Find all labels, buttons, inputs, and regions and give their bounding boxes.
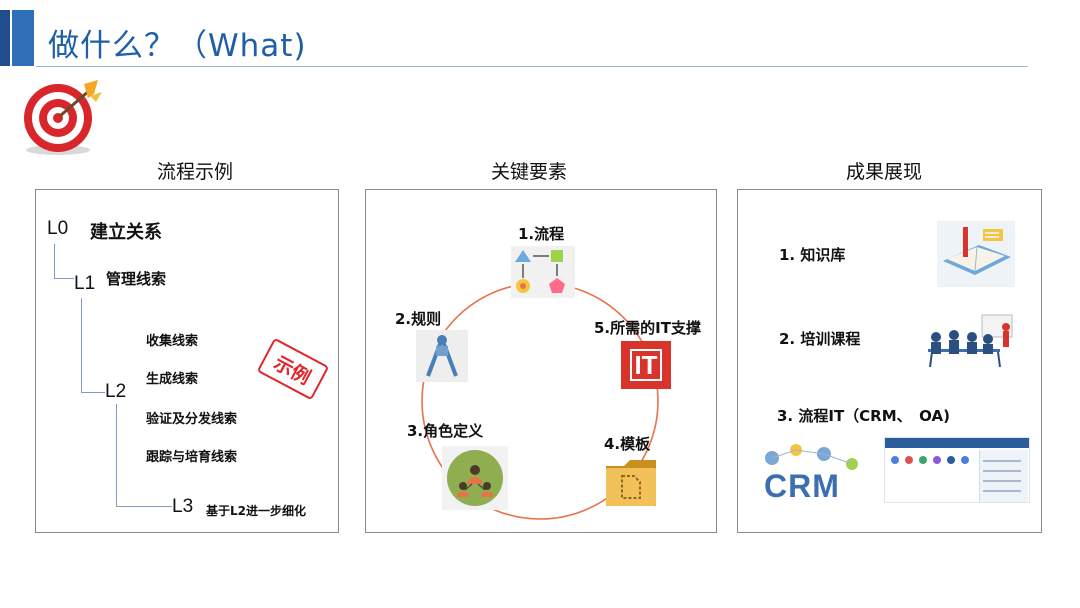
result-it-systems-label: 3. 流程IT（CRM、 OA) bbox=[777, 407, 950, 425]
tree-l2-code: L2 bbox=[105, 381, 127, 402]
tree-l2-item: 验证及分发线索 bbox=[146, 412, 238, 427]
tree-l1-code: L1 bbox=[74, 273, 96, 294]
tree-l2-item: 生成线索 bbox=[146, 372, 199, 387]
crm-logo: CRM bbox=[752, 440, 876, 506]
result-knowledge-label: 1. 知识库 bbox=[779, 246, 846, 264]
accent-bar bbox=[12, 10, 34, 66]
book-icon bbox=[937, 221, 1015, 287]
team-icon bbox=[442, 446, 508, 510]
element-roles-label: 3.角色定义 bbox=[407, 422, 484, 440]
crm-logo-text: CRM bbox=[764, 468, 840, 504]
element-rules-label: 2.规则 bbox=[395, 310, 442, 328]
key-elements-heading: 关键要素 bbox=[491, 161, 568, 183]
page-title: 做什么？（What) bbox=[48, 28, 307, 64]
folder-icon bbox=[604, 456, 658, 508]
it-badge-text: IT bbox=[630, 349, 662, 381]
it-support-icon: IT bbox=[621, 341, 671, 389]
process-example-heading: 流程示例 bbox=[157, 161, 234, 183]
target-icon bbox=[24, 80, 102, 155]
oa-screenshot bbox=[884, 437, 1030, 503]
tree-l3-code: L3 bbox=[172, 496, 194, 517]
tree-l1-text: 管理线索 bbox=[106, 270, 167, 288]
tree-connector bbox=[54, 244, 55, 278]
tree-l2-item: 跟踪与培育线索 bbox=[146, 450, 238, 465]
tree-connector bbox=[81, 392, 105, 393]
header-divider bbox=[36, 66, 1028, 67]
accent-bar bbox=[0, 10, 10, 66]
element-template-label: 4.模板 bbox=[604, 435, 651, 453]
process-example-panel bbox=[35, 189, 339, 533]
tree-connector bbox=[54, 278, 74, 279]
tree-connector bbox=[81, 298, 82, 392]
element-flow-label: 1.流程 bbox=[518, 225, 565, 243]
training-icon bbox=[922, 309, 1018, 373]
compass-icon bbox=[416, 330, 468, 382]
result-training-label: 2. 培训课程 bbox=[779, 330, 861, 348]
tree-l2-item: 收集线索 bbox=[146, 334, 199, 349]
tree-l0-code: L0 bbox=[47, 218, 69, 239]
element-it-label: 5.所需的IT支撑 bbox=[594, 319, 701, 337]
tree-connector bbox=[116, 506, 172, 507]
results-heading: 成果展现 bbox=[846, 161, 923, 183]
flowchart-icon bbox=[511, 246, 575, 298]
tree-l3-text: 基于L2进一步细化 bbox=[206, 504, 306, 518]
tree-l0-text: 建立关系 bbox=[90, 222, 162, 243]
tree-connector bbox=[116, 404, 117, 506]
